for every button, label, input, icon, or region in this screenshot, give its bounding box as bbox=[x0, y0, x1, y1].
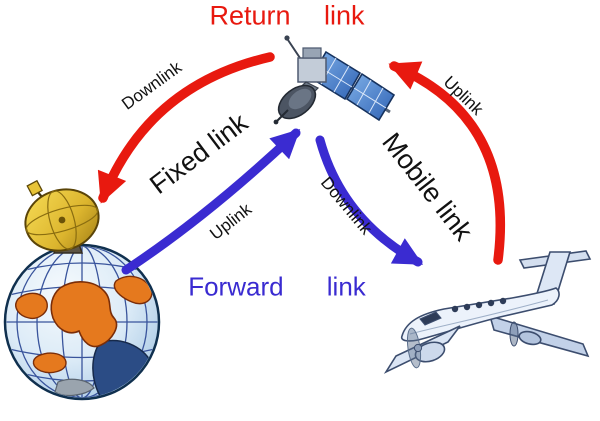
engine-nacelle bbox=[414, 341, 446, 363]
windshield bbox=[419, 311, 442, 326]
link-arrows bbox=[97, 52, 506, 275]
fuselage bbox=[400, 287, 560, 342]
ground-dish-icon bbox=[24, 179, 100, 254]
satellite-body bbox=[297, 57, 327, 83]
globe-continents bbox=[15, 275, 154, 397]
airplane-icon bbox=[383, 250, 592, 374]
satellite-icon bbox=[273, 35, 396, 125]
return-downlink-arrow bbox=[97, 52, 275, 204]
forward-uplink-arrow bbox=[121, 128, 301, 275]
forward-downlink-arrow bbox=[315, 135, 424, 267]
earth-globe-icon bbox=[3, 243, 161, 401]
return-uplink-arrow bbox=[388, 61, 506, 265]
cabin-windows bbox=[451, 297, 507, 313]
forward-link-label: Forward link bbox=[188, 271, 366, 302]
solar-panel-far bbox=[345, 72, 396, 122]
return-link-label: Return link bbox=[209, 0, 365, 31]
